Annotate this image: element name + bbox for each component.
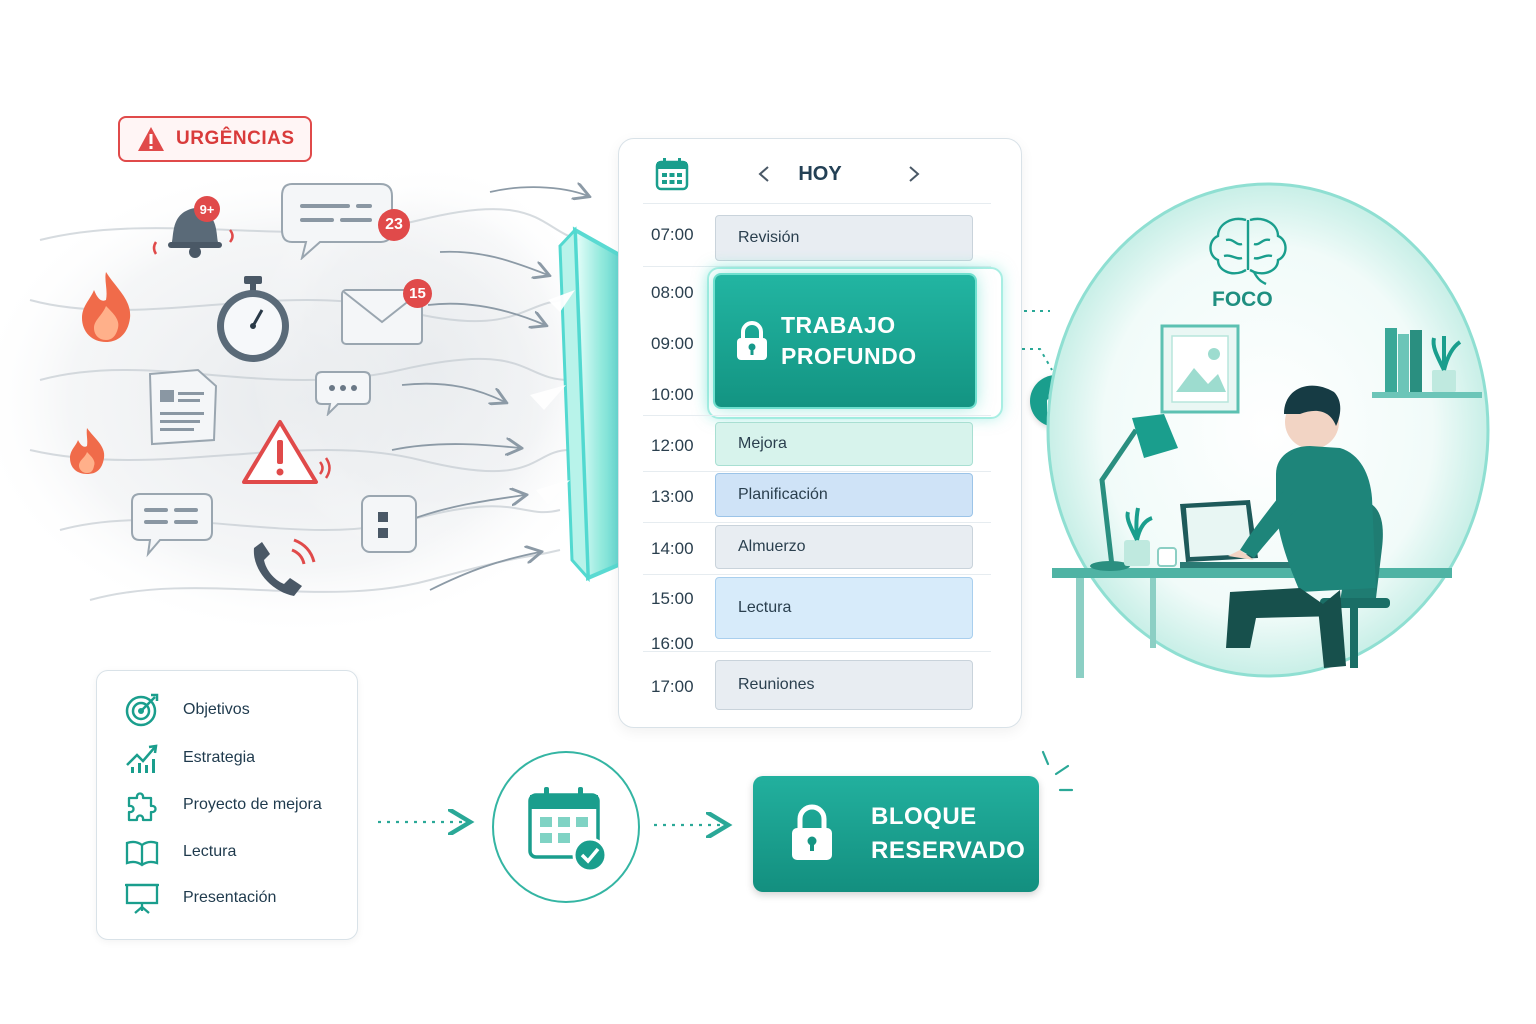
lock-icon [737, 321, 767, 360]
mail-badge-count: 15 [409, 285, 426, 302]
list-item-label: Presentación [183, 889, 277, 906]
fire-icon [82, 272, 131, 342]
day-calendar: HOY 07:00 Revisión 08:00 09:00 10:00 TRA… [618, 138, 1022, 728]
urgencias-text: URGÊNCIAS [176, 128, 295, 149]
list-item[interactable]: Proyecto de mejora [125, 788, 322, 822]
document-icon [148, 368, 218, 446]
target-icon [125, 693, 159, 727]
urgencias-label: URGÊNCIAS [118, 116, 312, 162]
list-item[interactable]: Presentación [125, 881, 276, 915]
list-item[interactable]: Lectura [125, 835, 236, 869]
stopwatch-icon [217, 276, 289, 362]
slot-almuerzo[interactable]: Almuerzo [715, 525, 973, 569]
brain-icon [1209, 217, 1287, 286]
deep-work-text: TRABAJO PROFUNDO [781, 310, 917, 372]
list-item[interactable]: Objetivos [125, 693, 250, 727]
calendar-header: HOY [619, 139, 1021, 209]
time-label: 15:00 [651, 589, 694, 608]
calendar-check-icon [528, 787, 608, 873]
bell-badge-count: 9+ [199, 201, 215, 217]
mail-icon [341, 289, 423, 345]
slot-reuniones[interactable]: Reuniones [715, 660, 973, 710]
calendar-day-title: HOY [798, 163, 842, 185]
chevron-left-icon[interactable] [757, 165, 771, 183]
focus-label: FOCO [1212, 288, 1273, 311]
phone-icon [253, 538, 316, 596]
bell-badge: 9+ [194, 196, 220, 222]
deep-work-line2: PROFUNDO [781, 343, 917, 369]
slot-planificacion[interactable]: Planificación [715, 473, 973, 517]
time-label: 07:00 [651, 225, 694, 244]
reserved-block-text: BLOQUE RESERVADO [871, 800, 1025, 868]
focus-bubble [1046, 182, 1490, 678]
warning-icon [138, 127, 164, 151]
chat-badge-count: 23 [385, 216, 403, 233]
alert-triangle-icon [242, 420, 331, 484]
deep-work-highlight [707, 267, 1003, 419]
list-item-label: Estrategia [183, 749, 256, 766]
slot-lectura[interactable]: Lectura [715, 577, 973, 639]
time-label: 17:00 [651, 677, 694, 696]
time-label: 09:00 [651, 334, 694, 353]
slot-mejora[interactable]: Mejora [715, 422, 973, 466]
time-label: 13:00 [651, 487, 694, 506]
list-item-label: Objetivos [183, 701, 250, 718]
app-tile-icon [361, 495, 417, 553]
time-label: 14:00 [651, 539, 694, 558]
slot-deep-work[interactable]: TRABAJO PROFUNDO [715, 275, 975, 407]
time-label: 16:00 [651, 634, 694, 653]
mail-badge: 15 [403, 279, 432, 308]
growth-chart-icon [126, 744, 158, 773]
typing-bubble-icon [315, 371, 371, 416]
reserved-block-button[interactable]: BLOQUE RESERVADO [753, 776, 1039, 892]
lock-icon [792, 804, 832, 860]
chat-bubble-icon [281, 183, 393, 260]
chat-badge: 23 [378, 209, 410, 241]
message-bubble-icon [131, 493, 213, 558]
time-label: 10:00 [651, 385, 694, 404]
presentation-icon [125, 883, 159, 914]
schedule-step [492, 751, 640, 903]
reserved-block-line2: RESERVADO [871, 837, 1026, 864]
slot-revision[interactable]: Revisión [715, 215, 973, 261]
list-item[interactable]: Estrategia [125, 741, 255, 775]
deep-work-line1: TRABAJO [781, 312, 896, 338]
small-fire-icon [70, 428, 105, 474]
chevron-right-icon[interactable] [907, 165, 921, 183]
list-item-label: Proyecto de mejora [183, 796, 322, 813]
time-label: 12:00 [651, 436, 694, 455]
priorities-list: Objetivos Estrategia Proyecto de mejora … [96, 670, 358, 940]
time-label: 08:00 [651, 283, 694, 302]
book-icon [125, 840, 159, 867]
puzzle-icon [127, 792, 157, 822]
calendar-icon[interactable] [655, 157, 689, 191]
list-item-label: Lectura [183, 843, 237, 860]
reserved-block-line1: BLOQUE [871, 803, 977, 830]
